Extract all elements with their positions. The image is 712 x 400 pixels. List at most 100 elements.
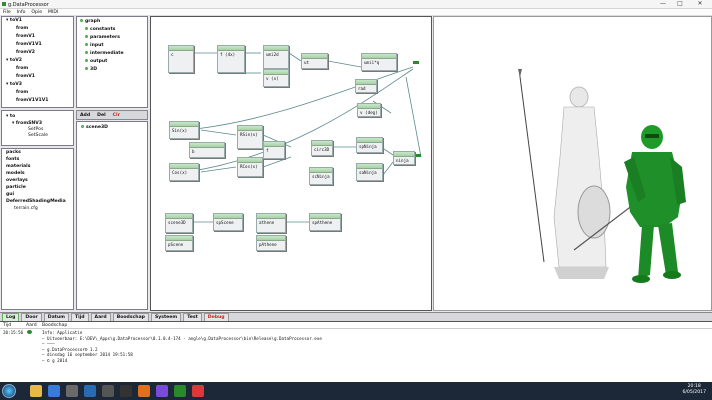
param-item[interactable]: output — [85, 59, 107, 65]
explorer-icon[interactable] — [30, 385, 42, 397]
bullet-icon — [85, 51, 88, 54]
unity-icon[interactable] — [120, 385, 132, 397]
tree-item[interactable]: ▾ toV2 — [6, 58, 23, 63]
window-title: g.DataProcessor — [8, 2, 49, 8]
delete-button[interactable]: Del — [97, 112, 106, 118]
tree-item[interactable]: fonts — [6, 157, 20, 162]
graph-node[interactable]: umii*q — [361, 53, 397, 71]
tree-panel-top: ▾ toV1 from fromV1 fromV1V1 fromV2 ▾ toV… — [1, 16, 74, 108]
param-toolbar: Add Del Clr — [76, 110, 148, 120]
tree-item[interactable]: fromV1 — [16, 74, 35, 79]
tree-item[interactable]: packs — [6, 150, 21, 155]
tree-item[interactable]: overlays — [6, 178, 28, 183]
app-icon[interactable] — [192, 385, 204, 397]
graph-node[interactable]: c — [168, 45, 194, 73]
param-item[interactable]: parameters — [85, 35, 120, 41]
graph-node[interactable]: circ3D — [311, 140, 333, 156]
param-item[interactable]: constants — [85, 27, 115, 33]
menu-midi[interactable]: MIDI — [48, 10, 59, 15]
tree-item[interactable]: materials — [6, 164, 31, 169]
graph-node[interactable]: Sin(x) — [169, 121, 199, 139]
graph-node[interactable]: ninja — [393, 151, 415, 165]
tree-item[interactable]: ▾ toV1 — [6, 18, 23, 23]
bullet-icon — [85, 67, 88, 70]
tree-item[interactable]: fromV1V1V1 — [16, 98, 49, 103]
blender-icon[interactable] — [138, 385, 150, 397]
scene-render — [518, 68, 686, 283]
tree-item[interactable]: ▾ toV3 — [6, 82, 23, 87]
tree-item[interactable]: gui — [6, 192, 15, 197]
add-button[interactable]: Add — [80, 112, 91, 118]
graph-node[interactable]: spAthene — [309, 213, 341, 231]
tree-item[interactable]: terrain.cfg — [14, 206, 38, 211]
tree-item[interactable]: SetScale — [28, 133, 48, 138]
param-item[interactable]: graph — [80, 19, 100, 25]
start-button[interactable] — [2, 384, 16, 398]
tree-item[interactable]: from — [16, 66, 29, 71]
menu-file[interactable]: File — [3, 10, 11, 15]
tree-item[interactable]: models — [6, 171, 25, 176]
clear-button[interactable]: Clr — [112, 112, 120, 118]
visual-studio-icon[interactable] — [156, 385, 168, 397]
graph-node[interactable]: saNinja — [356, 163, 383, 181]
scene-item[interactable]: scene3D — [81, 125, 108, 131]
menu-info[interactable]: Info — [16, 10, 26, 15]
graph-node[interactable]: v (deg) — [357, 103, 381, 117]
tree-item[interactable]: particle — [6, 185, 26, 190]
minimize-button[interactable]: — — [660, 0, 666, 7]
param-item[interactable]: 3D — [85, 67, 97, 73]
col-message: Boodschap — [42, 323, 68, 328]
log-line: — g.DataProcessor® 1.2 — [42, 346, 98, 352]
param-item[interactable]: input — [85, 43, 104, 49]
dataprocessor-icon[interactable] — [174, 385, 186, 397]
graph-node[interactable]: umi2d — [263, 45, 289, 69]
log-tab-bar: Log Door Datum Tijd Aard Boodschap Syste… — [0, 312, 712, 322]
bullet-icon — [85, 27, 88, 30]
tree-item[interactable]: fromV1V1 — [16, 42, 42, 47]
clock[interactable]: 20:18 6/05/2017 — [682, 384, 706, 395]
log-line: — dinsdag 16 september 2014 19:51:58 — [42, 352, 133, 357]
tree-item[interactable]: SetPos — [28, 127, 44, 132]
graph-node[interactable]: athene — [256, 213, 286, 233]
graph-node[interactable]: scNinja — [309, 167, 333, 185]
maximize-button[interactable]: □ — [677, 0, 683, 7]
graph-node[interactable]: rad — [355, 79, 377, 93]
tree-item[interactable]: DeferredShadingMedia — [6, 199, 66, 204]
ninja-character-icon — [573, 125, 686, 283]
tree-panel-resources: packs fonts materials models overlays pa… — [1, 148, 74, 310]
log-line: — Uitvoerbaar: E:\DEV\_Apps\g.DataProces… — [42, 335, 322, 341]
tree-item[interactable]: from — [16, 26, 29, 31]
graph-node[interactable]: ut — [301, 53, 328, 69]
log-line: — ——— — [42, 341, 55, 346]
bullet-icon — [81, 125, 84, 128]
col-kind: Aard — [26, 323, 37, 328]
graph-node[interactable]: b — [189, 142, 225, 158]
tree-item[interactable]: fromV2 — [16, 50, 35, 55]
ie-icon[interactable] — [48, 385, 60, 397]
graph-node[interactable]: scene3D — [165, 213, 193, 233]
menu-bar: File Info Opie MIDI — [0, 9, 712, 16]
app-icon[interactable] — [66, 385, 78, 397]
steam-icon[interactable] — [84, 385, 96, 397]
graph-node[interactable]: pScene — [165, 235, 193, 251]
graph-node[interactable]: v (x) — [263, 69, 289, 87]
close-button[interactable]: ✕ — [697, 0, 703, 7]
tree-item[interactable]: fromV1 — [16, 34, 35, 39]
graph-node[interactable]: f (4x) — [217, 45, 245, 73]
graph-node[interactable]: f — [263, 141, 285, 159]
graph-editor[interactable]: c f (4x) umi2d ut umii*q v (x) rad v (de… — [150, 16, 432, 311]
tree-item[interactable]: ▾ to — [6, 114, 16, 119]
3d-viewport[interactable] — [433, 16, 712, 311]
graph-node[interactable]: spScene — [213, 213, 243, 231]
tree-item[interactable]: ▾ fromSNV3 — [12, 121, 43, 126]
graph-node[interactable]: pAthene — [256, 235, 286, 251]
graph-node[interactable]: spNinja — [356, 137, 383, 153]
menu-opie[interactable]: Opie — [31, 10, 43, 15]
tree-item[interactable]: from — [16, 90, 29, 95]
graph-node[interactable]: Cos(x) — [169, 163, 199, 181]
graph-node[interactable]: RSin(x) — [237, 125, 263, 149]
param-item[interactable]: intermediate — [85, 51, 124, 57]
graph-node[interactable]: RCos(x) — [237, 157, 263, 177]
app-icon[interactable] — [102, 385, 114, 397]
